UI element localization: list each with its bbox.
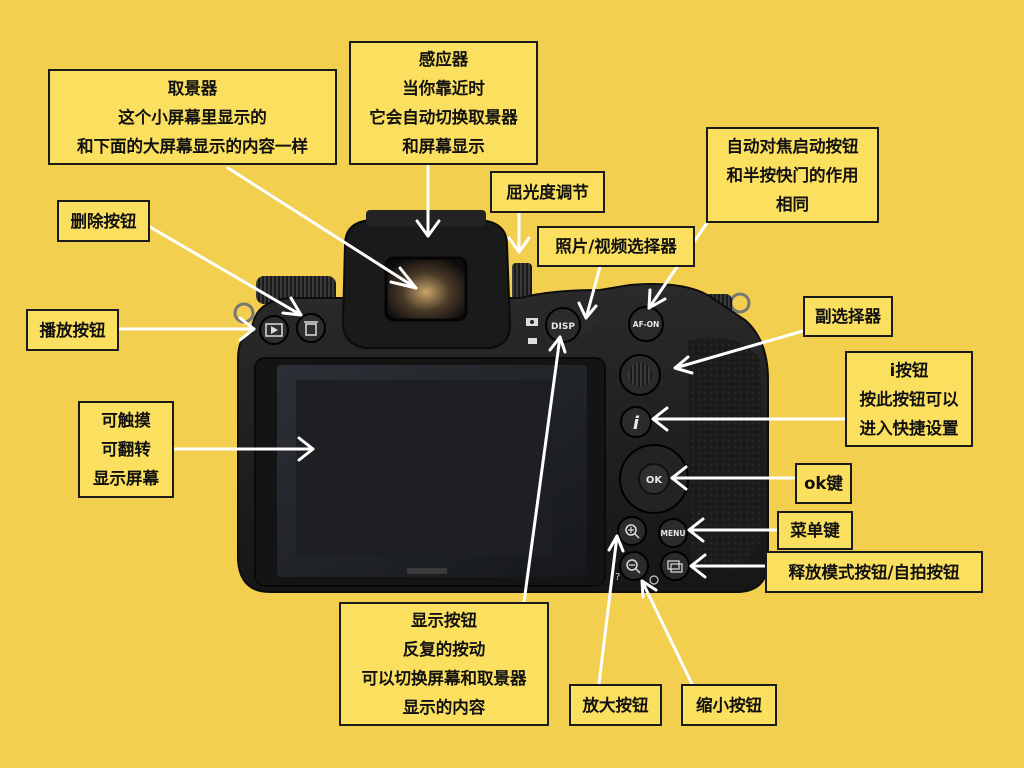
label-i-button: i按钮 按此按钮可以 进入快捷设置 — [845, 351, 973, 447]
photo-mode-icon — [526, 318, 538, 326]
release-mode-button[interactable] — [660, 551, 690, 581]
arrow-eye-sensor — [415, 163, 441, 238]
arrow-release-mode — [689, 553, 767, 579]
arrow-delete — [148, 225, 303, 317]
label-af-on-text: 自动对焦启动按钮 和半按快门的作用 相同 — [726, 136, 859, 214]
label-viewfinder-text: 取景器 这个小屏幕里显示的 和下面的大屏幕显示的内容一样 — [77, 78, 308, 156]
menu-button[interactable]: MENU — [658, 518, 688, 548]
playback-icon — [265, 323, 283, 337]
label-disp-text: 显示按钮 反复的按动 可以切换屏幕和取景器 显示的内容 — [361, 611, 527, 717]
arrow-viewfinder — [226, 166, 418, 290]
label-sub-selector-text: 副选择器 — [815, 307, 881, 326]
arrow-menu — [687, 517, 779, 543]
label-release-mode-text: 释放模式按钮/自拍按钮 — [788, 562, 960, 582]
menu-button-text: MENU — [661, 529, 686, 538]
disp-button-text: DISP — [551, 322, 575, 332]
label-ok-text: ok键 — [804, 474, 843, 493]
label-eye-sensor: 感应器 当你靠近时 它会自动切换取景器 和屏幕显示 — [349, 41, 538, 165]
label-sub-selector: 副选择器 — [803, 296, 893, 337]
strap-lug-right — [729, 292, 751, 314]
delete-button[interactable] — [296, 313, 326, 343]
arrow-zoom-in — [597, 534, 625, 686]
label-delete: 删除按钮 — [57, 200, 150, 242]
photo-video-selector[interactable] — [526, 314, 600, 344]
brand-badge — [407, 568, 447, 574]
arrow-sub-selector — [673, 329, 805, 375]
arrow-ok — [670, 465, 797, 491]
label-touch-screen: 可触摸 可翻转 显示屏幕 — [78, 401, 174, 498]
arrow-diopter — [507, 211, 531, 254]
label-eye-sensor-text: 感应器 当你靠近时 它会自动切换取景器 和屏幕显示 — [369, 50, 518, 156]
magnify-plus-icon — [625, 524, 640, 539]
label-viewfinder: 取景器 这个小屏幕里显示的 和下面的大屏幕显示的内容一样 — [48, 69, 337, 165]
sub-selector[interactable] — [619, 354, 661, 396]
label-i-button-text: i按钮 按此按钮可以 进入快捷设置 — [859, 360, 959, 438]
video-mode-icon — [528, 338, 537, 344]
label-zoom-out-text: 缩小按钮 — [696, 695, 762, 715]
self-timer-icon — [649, 575, 659, 585]
label-playback: 播放按钮 — [26, 309, 119, 351]
zoom-in-button[interactable] — [617, 516, 647, 546]
zoom-out-button[interactable] — [619, 551, 649, 581]
viewfinder-window — [384, 256, 468, 322]
release-mode-icon — [667, 560, 683, 573]
arrow-disp — [522, 335, 567, 604]
label-release-mode: 释放模式按钮/自拍按钮 — [765, 551, 983, 593]
label-zoom-out: 缩小按钮 — [681, 684, 777, 726]
arrow-photo-video — [577, 261, 603, 320]
af-on-button[interactable]: AF-ON — [628, 306, 664, 342]
i-button-text: i — [633, 413, 640, 434]
magnify-minus-icon — [626, 559, 641, 574]
arrow-zoom-out — [640, 579, 694, 686]
label-menu: 菜单键 — [777, 511, 853, 550]
label-diopter: 屈光度调节 — [490, 171, 605, 213]
af-on-button-text: AF-ON — [633, 320, 659, 329]
arrow-touch-screen — [172, 436, 315, 462]
label-menu-text: 菜单键 — [790, 521, 840, 540]
ok-button[interactable]: OK — [638, 463, 670, 495]
label-disp: 显示按钮 反复的按动 可以切换屏幕和取景器 显示的内容 — [339, 602, 549, 726]
playback-button[interactable] — [259, 315, 289, 345]
label-photo-video: 照片/视频选择器 — [537, 226, 695, 267]
label-touch-screen-text: 可触摸 可翻转 显示屏幕 — [93, 411, 159, 488]
arrow-playback — [117, 316, 256, 342]
label-photo-video-text: 照片/视频选择器 — [555, 237, 677, 256]
i-button[interactable]: i — [620, 406, 652, 438]
label-af-on: 自动对焦启动按钮 和半按快门的作用 相同 — [706, 127, 879, 223]
help-question-mark: ? — [615, 572, 620, 583]
command-dial[interactable] — [512, 263, 532, 301]
label-zoom-in: 放大按钮 — [569, 684, 662, 726]
disp-button[interactable]: DISP — [545, 307, 581, 343]
label-diopter-text: 屈光度调节 — [506, 182, 589, 202]
label-zoom-in-text: 放大按钮 — [582, 695, 649, 715]
arrow-i-button — [651, 406, 847, 432]
trash-icon — [304, 321, 318, 336]
ok-button-text: OK — [646, 475, 664, 486]
hand-grip — [688, 337, 766, 570]
label-playback-text: 播放按钮 — [39, 320, 106, 340]
label-ok: ok键 — [795, 463, 852, 504]
rear-screen[interactable] — [277, 365, 587, 577]
label-delete-text: 删除按钮 — [70, 211, 137, 231]
